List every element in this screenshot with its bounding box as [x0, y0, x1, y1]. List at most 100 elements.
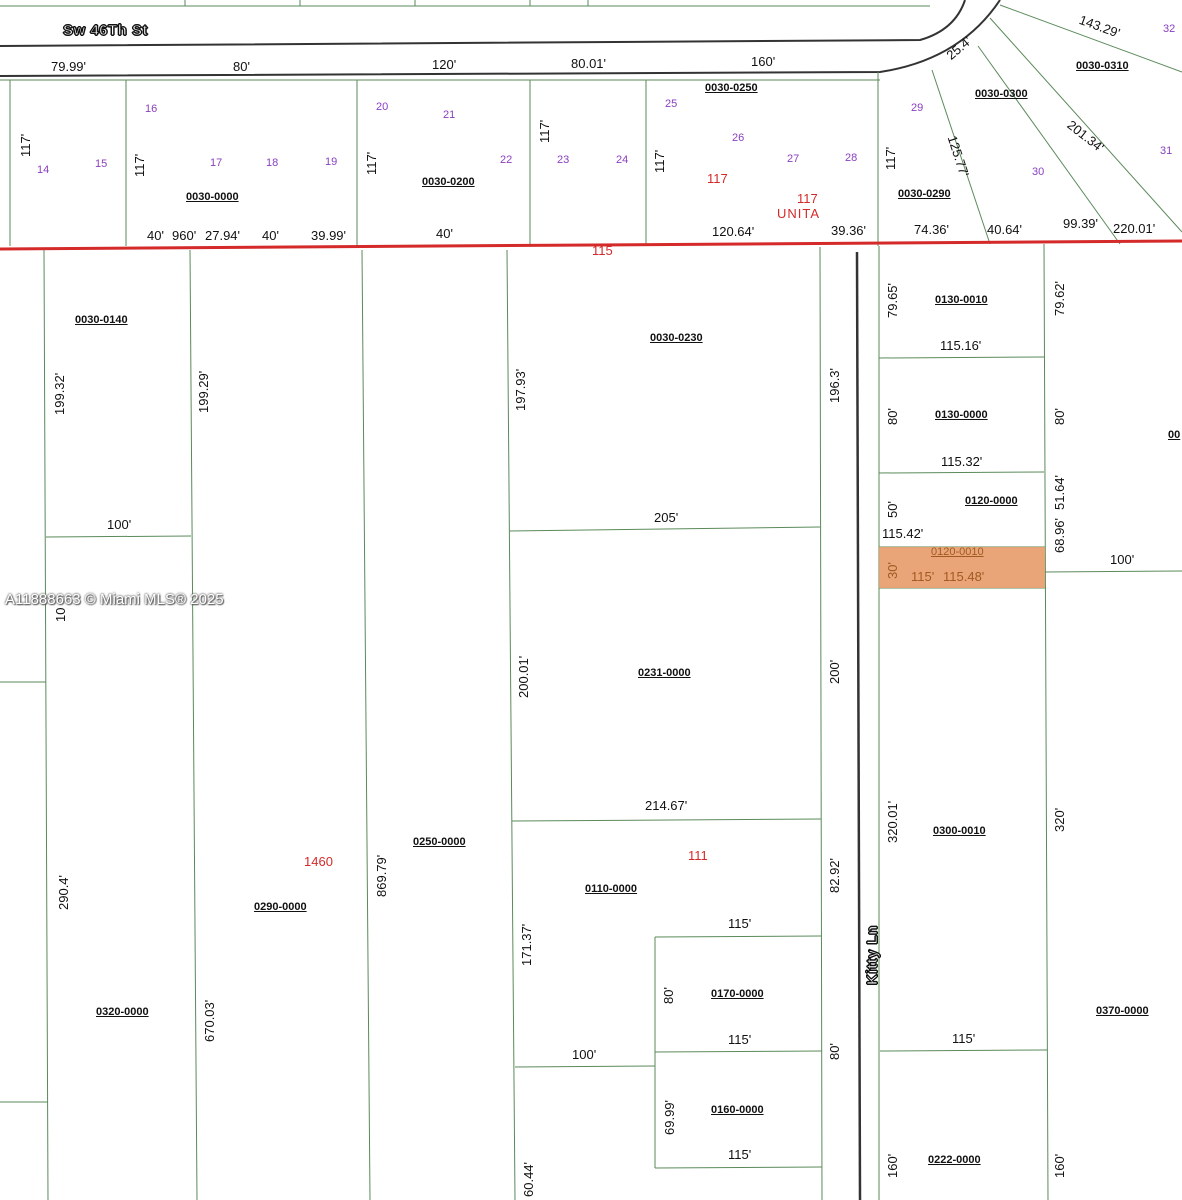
dim-label: 117': [364, 151, 379, 175]
lot-number: 31: [1160, 145, 1173, 157]
dim-label: 80': [661, 987, 676, 1004]
watermark: A11888663 © Miami MLS® 2025: [5, 591, 224, 608]
dim-label: 320': [1052, 807, 1067, 832]
dim-label: 160': [751, 54, 776, 69]
block-label: 117: [797, 191, 818, 206]
dim-label: 117': [18, 133, 33, 157]
dim-label: 220.01': [1113, 221, 1156, 236]
lot-number: 25: [665, 98, 678, 110]
lot-number: 22: [500, 154, 513, 166]
dim-label: 40': [262, 228, 279, 243]
folio-label[interactable]: 0120-0000: [965, 495, 1018, 507]
folio-label-highlighted[interactable]: 0120-0010: [931, 546, 984, 558]
folio-label[interactable]: 0030-0140: [75, 314, 128, 326]
folio-label[interactable]: 00: [1168, 429, 1181, 441]
lot-number: 26: [732, 132, 745, 144]
lot-number: 28: [845, 152, 858, 164]
dim-label: 115': [728, 1032, 752, 1047]
dim-label: 115.32': [941, 454, 983, 469]
dim-label: 82.92': [827, 857, 842, 893]
dim-label: 320.01': [885, 800, 900, 843]
dim-label: 40.64': [987, 222, 1023, 237]
dim-label: 115.16': [940, 338, 982, 353]
lot-number: 14: [37, 164, 50, 176]
folio-label[interactable]: 0222-0000: [928, 1154, 981, 1166]
folio-label[interactable]: 0030-0310: [1076, 60, 1129, 72]
dim-label: 115.48': [943, 569, 985, 584]
dim-label: 115': [952, 1031, 976, 1046]
dim-label: 79.65': [885, 282, 900, 318]
dim-label: 171.37': [519, 923, 534, 966]
folio-label[interactable]: 0030-0300: [975, 88, 1028, 100]
dim-label: 99.39': [1063, 216, 1099, 231]
dim-label: 117': [652, 149, 667, 173]
dim-label: 199.29': [196, 370, 211, 413]
dim-label: 80': [885, 408, 900, 425]
dim-label: 10: [53, 607, 68, 622]
dim-label: 80': [827, 1043, 842, 1060]
lot-number: 18: [266, 157, 279, 169]
dim-label: 214.67': [645, 798, 688, 813]
folio-label[interactable]: 0030-0250: [705, 82, 758, 94]
folio-label[interactable]: 0130-0000: [935, 409, 988, 421]
folio-label[interactable]: 0250-0000: [413, 836, 466, 848]
block-label: 111: [688, 848, 708, 863]
dim-label: 80.01': [571, 56, 607, 71]
street-label-kitty-ln: Kitty Ln: [864, 925, 882, 986]
lot-number: 24: [616, 154, 629, 166]
dim-label: 197.93': [513, 368, 528, 411]
dim-label: 196.3': [827, 367, 842, 403]
folio-label[interactable]: 0110-0000: [585, 883, 637, 895]
street-label-sw-46th: Sw 46Th St: [62, 22, 149, 39]
dim-label: 120.64': [712, 224, 755, 239]
folio-label[interactable]: 0030-0290: [898, 188, 951, 200]
dim-label: 869.79': [374, 854, 389, 897]
dim-label: 100': [107, 517, 132, 532]
lot-number: 29: [911, 102, 924, 114]
folio-label[interactable]: 0290-0000: [254, 901, 307, 913]
dim-label: 39.99': [311, 228, 347, 243]
lot-number: 17: [210, 157, 223, 169]
folio-label[interactable]: 0300-0010: [933, 825, 986, 837]
unit-label: UNITA: [777, 206, 821, 221]
dim-label: 51.64': [1052, 474, 1067, 510]
dim-label: 205': [654, 510, 679, 525]
dim-label: 115': [911, 569, 935, 584]
folio-label[interactable]: 0030-0200: [422, 176, 475, 188]
lot-number: 15: [95, 158, 108, 170]
dim-label: 115': [728, 916, 752, 931]
lot-number: 16: [145, 103, 158, 115]
lot-number: 21: [443, 109, 456, 121]
dim-label: 670.03': [202, 999, 217, 1042]
folio-label[interactable]: 0130-0010: [935, 294, 988, 306]
folio-label[interactable]: 0160-0000: [711, 1104, 764, 1116]
folio-label[interactable]: 0320-0000: [96, 1006, 149, 1018]
dim-label: 60.44': [521, 1161, 536, 1197]
folio-label[interactable]: 0231-0000: [638, 667, 691, 679]
dim-label: 74.36': [914, 222, 950, 237]
dim-label: 80': [1052, 408, 1067, 425]
dim-label: 40': [436, 226, 453, 241]
dim-label: 120': [432, 57, 457, 72]
dim-label: 69.99': [662, 1099, 677, 1135]
dim-label: 30': [885, 562, 900, 579]
dim-label: 160': [885, 1153, 900, 1178]
lot-number: 27: [787, 153, 800, 165]
block-label: 1460: [304, 854, 333, 869]
dim-label: 200.01': [516, 655, 531, 698]
lot-number: 30: [1032, 166, 1045, 178]
block-label: 117: [707, 171, 728, 186]
dim-label: 100': [1110, 552, 1135, 567]
folio-label[interactable]: 0170-0000: [711, 988, 764, 1000]
dim-label: 960': [172, 228, 197, 243]
lot-number: 23: [557, 154, 570, 166]
folio-label[interactable]: 0030-0000: [186, 191, 239, 203]
dim-label: 290.4': [56, 874, 71, 910]
highlighted-parcel[interactable]: [879, 547, 1045, 588]
dim-label: 117': [537, 119, 552, 143]
lot-number: 32: [1163, 23, 1176, 35]
folio-label[interactable]: 0370-0000: [1096, 1005, 1149, 1017]
dim-label: 117': [883, 146, 898, 170]
folio-label[interactable]: 0030-0230: [650, 332, 703, 344]
